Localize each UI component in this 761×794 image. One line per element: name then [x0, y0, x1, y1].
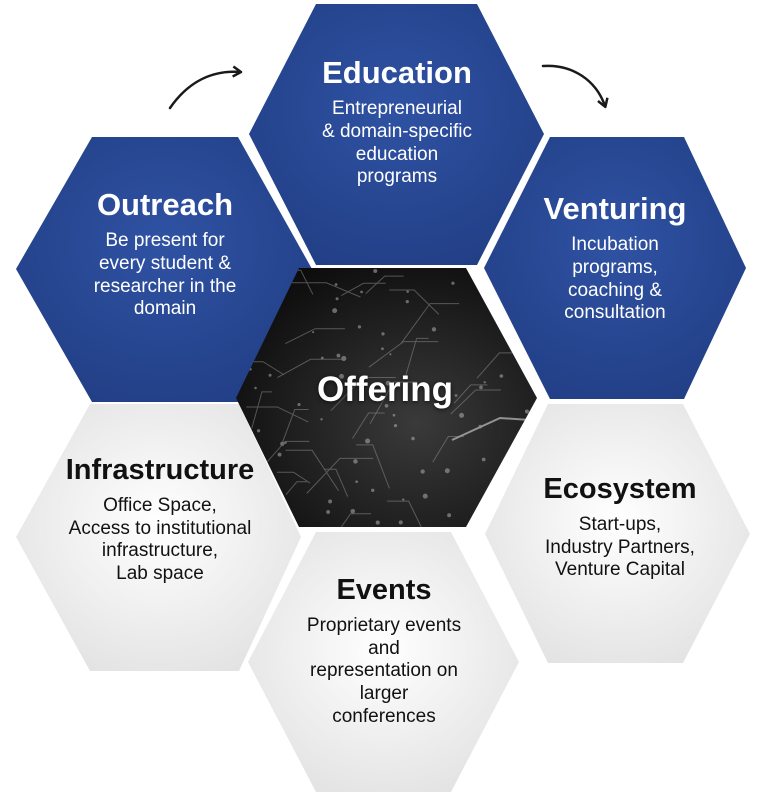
segment-title: Events: [336, 574, 432, 606]
curved-arrow-icon: [168, 72, 240, 110]
segment-infrastructure: Infrastructure Office Space, Access to i…: [30, 454, 290, 586]
segment-description: Office Space, Access to institutional in…: [68, 494, 252, 585]
center-label: Offering: [316, 370, 454, 409]
segment-description: Entrepreneurial & domain-specific educat…: [322, 98, 472, 188]
segment-title: Venturing: [543, 191, 687, 226]
curved-arrow-icon: [541, 64, 605, 106]
segment-description: Start-ups, Industry Partners, Venture Ca…: [545, 513, 695, 581]
segment-description: Be present for every student & researche…: [93, 230, 237, 320]
hex-venturing: [484, 137, 746, 399]
segment-title: Infrastructure: [65, 454, 255, 486]
segment-events: Events Proprietary events and representa…: [275, 574, 493, 729]
segment-outreach: Outreach Be present for every student & …: [52, 187, 278, 321]
segment-title: Outreach: [96, 187, 234, 222]
segment-venturing: Venturing Incubation programs, coaching …: [516, 191, 714, 325]
segment-title: Education: [322, 55, 472, 90]
hex-ecosystem: [485, 404, 750, 663]
segment-description: Incubation programs, coaching & consulta…: [564, 234, 666, 324]
hex-education: [249, 4, 544, 265]
segment-title: Ecosystem: [543, 473, 697, 505]
hex-events: [248, 532, 519, 792]
segment-ecosystem: Ecosystem Start-ups, Industry Partners, …: [510, 473, 730, 582]
hex-outreach: [16, 137, 312, 402]
hex-infrastructure: [16, 404, 301, 671]
segment-education: Education Entrepreneurial & domain-speci…: [286, 55, 508, 189]
segment-description: Proprietary events and representation on…: [306, 614, 462, 728]
